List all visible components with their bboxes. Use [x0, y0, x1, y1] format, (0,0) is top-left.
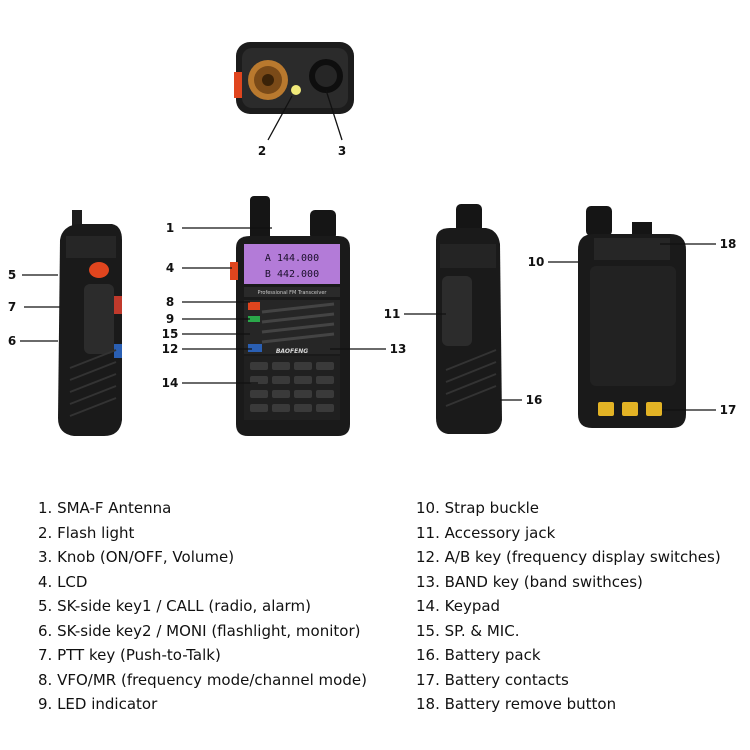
brand-logo: BAOFENG — [276, 348, 308, 355]
radio-diagram: A 144.000 B 442.000 Professional FM Tran… — [7, 42, 737, 436]
legend-item: 2. Flash light — [38, 523, 135, 542]
legend-left: 1. SMA-F Antenna 2. Flash light 3. Knob … — [38, 496, 367, 717]
legend-item: 6. SK-side key2 / MONI (flashlight, moni… — [38, 621, 361, 640]
legend-item: 7. PTT key (Push-to-Talk) — [38, 646, 221, 664]
legend-item: 9. LED indicator — [38, 695, 158, 713]
callout-7: 7 — [7, 300, 17, 314]
back-view — [578, 206, 686, 428]
keypad-keys — [250, 362, 334, 412]
legend-item: 14. Keypad — [416, 597, 501, 615]
front-view: A 144.000 B 442.000 Professional FM Tran… — [230, 196, 350, 436]
legend-item: 3. Knob (ON/OFF, Volume) — [38, 548, 235, 566]
callout-17: 17 — [719, 403, 737, 417]
callout-8: 8 — [165, 295, 175, 309]
model-text: Professional FM Transceiver — [258, 290, 328, 296]
callout-12: 12 — [161, 342, 179, 356]
legend-item: 18. Battery remove button — [416, 695, 617, 713]
top-view — [234, 42, 354, 114]
legend-item: 4. LCD — [38, 572, 88, 591]
right-side-view — [436, 204, 502, 434]
battery-contacts — [598, 402, 662, 416]
legend-item: 15. SP. & MIC. — [416, 621, 520, 640]
callout-2: 2 — [257, 144, 267, 158]
legend-item: 16. Battery pack — [416, 646, 541, 664]
callout-9: 9 — [165, 312, 175, 326]
radio-illustration: A 144.000 B 442.000 Professional FM Tran… — [20, 42, 716, 436]
callout-16: 16 — [525, 393, 543, 407]
callout-11: 11 — [383, 307, 401, 321]
callout-14: 14 — [161, 376, 179, 390]
legend-item: 8. VFO/MR (frequency mode/channel mode) — [38, 670, 367, 689]
callout-3: 3 — [337, 144, 347, 158]
callout-6: 6 — [7, 334, 17, 348]
legend-item: 10. Strap buckle — [416, 499, 540, 517]
legend-item: 1. SMA-F Antenna — [38, 499, 172, 517]
callout-18: 18 — [719, 237, 737, 251]
legend-item: 17. Battery contacts — [416, 670, 569, 689]
lcd-line-2: B 442.000 — [265, 269, 319, 280]
callout-1: 1 — [165, 221, 175, 235]
callout-5: 5 — [7, 268, 17, 282]
legend-item: 11. Accessory jack — [416, 523, 556, 542]
legend-item: 13. BAND key (band swithces) — [416, 572, 643, 591]
lcd-line-1: A 144.000 — [265, 253, 319, 264]
callout-10: 10 — [527, 255, 545, 269]
left-side-view — [58, 210, 122, 436]
callout-15: 15 — [161, 327, 179, 341]
callout-13: 13 — [389, 342, 407, 356]
legend-item: 5. SK-side key1 / CALL (radio, alarm) — [38, 597, 311, 615]
callout-4: 4 — [165, 261, 175, 275]
legend-right: 10. Strap buckle 11. Accessory jack 12. … — [416, 496, 721, 717]
legend-item: 12. A/B key (frequency display switches) — [416, 548, 721, 566]
